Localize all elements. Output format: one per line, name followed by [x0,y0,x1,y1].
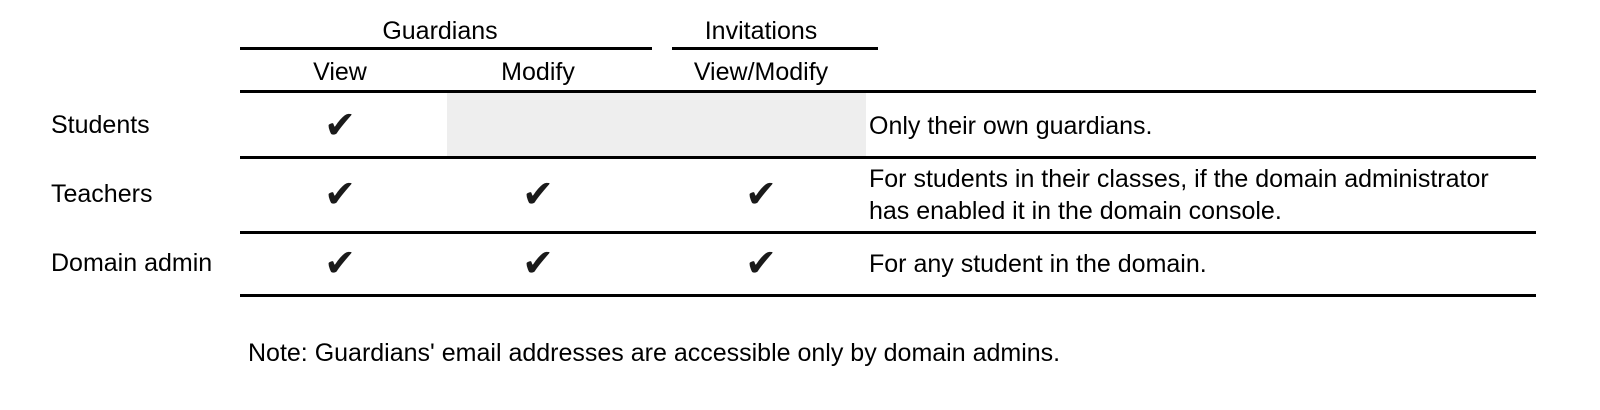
table-footnote: Note: Guardians' email addresses are acc… [248,339,1061,367]
check-icon-domain-admin-guardians-modify: ✔ [522,241,554,285]
column-header-view: View [313,58,367,86]
table-row-rule-2 [240,231,1536,234]
check-icon-domain-admin-guardians-view: ✔ [324,241,356,285]
disabled-cell-shading-students [447,93,866,157]
row-label-domain-admin: Domain admin [51,249,213,277]
column-group-rule-guardians [240,47,652,50]
check-icon-teachers-guardians-view: ✔ [324,172,356,216]
row-description-students: Only their own guardians. [869,112,1153,140]
row-description-domain-admin: For any student in the domain. [869,250,1207,278]
column-group-header-guardians: Guardians [382,17,498,45]
check-icon-teachers-invitations-view-modify: ✔ [745,172,777,216]
check-icon-domain-admin-invitations-view-modify: ✔ [745,241,777,285]
table-bottom-rule [240,294,1536,297]
row-label-teachers: Teachers [51,180,153,208]
column-group-header-invitations: Invitations [704,17,818,45]
column-header-modify: Modify [501,58,575,86]
row-label-students: Students [51,111,150,139]
check-icon-teachers-guardians-modify: ✔ [522,172,554,216]
table-row-rule-1 [240,156,1536,159]
column-group-rule-invitations [672,47,878,50]
check-icon-students-guardians-view: ✔ [324,103,356,147]
column-header-view-modify: View/Modify [693,58,829,86]
row-description-teachers: For students in their classes, if the do… [869,165,1489,225]
table-top-rule [240,90,1536,93]
